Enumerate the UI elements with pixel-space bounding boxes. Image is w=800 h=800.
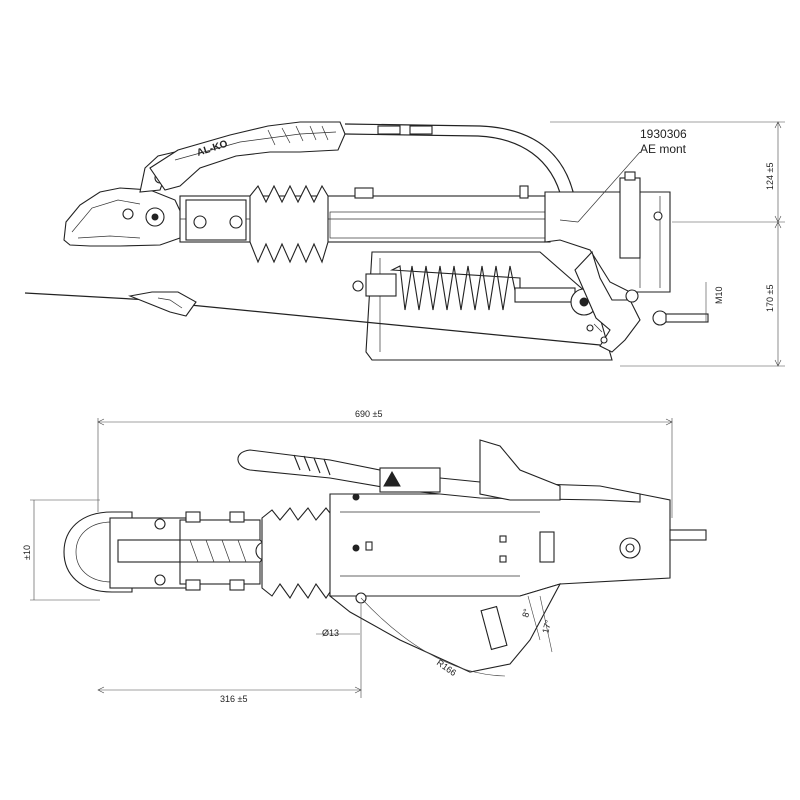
part-leader [577,151,641,223]
brake-cable [24,291,601,346]
dim-hole-diameter: Ø13 [322,628,339,638]
dim-offset-length: 316 ±5 [220,694,247,704]
dim-height-upper: 124 ±5 [765,163,775,190]
bellows-top [261,507,335,600]
wing-plate [328,583,562,673]
bottom-dimensions: Ø13 316 ±5 R166 8° 17° [97,595,554,704]
handbrake-lever-top [237,439,641,503]
dim-thread: M10 [714,286,724,304]
coupling-head [63,187,183,247]
top-view: 690 ±5 ±10 [22,409,707,704]
overall-dimension: 690 ±5 [97,409,673,518]
dim-side-partial: ±10 [22,545,32,560]
dim-overall-length: 690 ±5 [355,409,382,419]
part-number: 1930306 [640,127,687,141]
part-mount: AE mont [640,142,687,156]
dim-angle-inner: 8° [520,607,532,618]
brake-linkage [570,250,709,353]
handbrake-lever [149,121,346,191]
dim-height-lower: 170 ±5 [765,285,775,312]
lever-arch [344,123,576,201]
side-view: AL-KO [24,121,785,367]
gas-spring [352,265,576,311]
bellows [249,184,329,264]
side-dimensions: 124 ±5 170 ±5 M10 [550,121,785,367]
main-body-top [329,493,671,597]
dim-angle-outer: 17° [540,618,553,634]
